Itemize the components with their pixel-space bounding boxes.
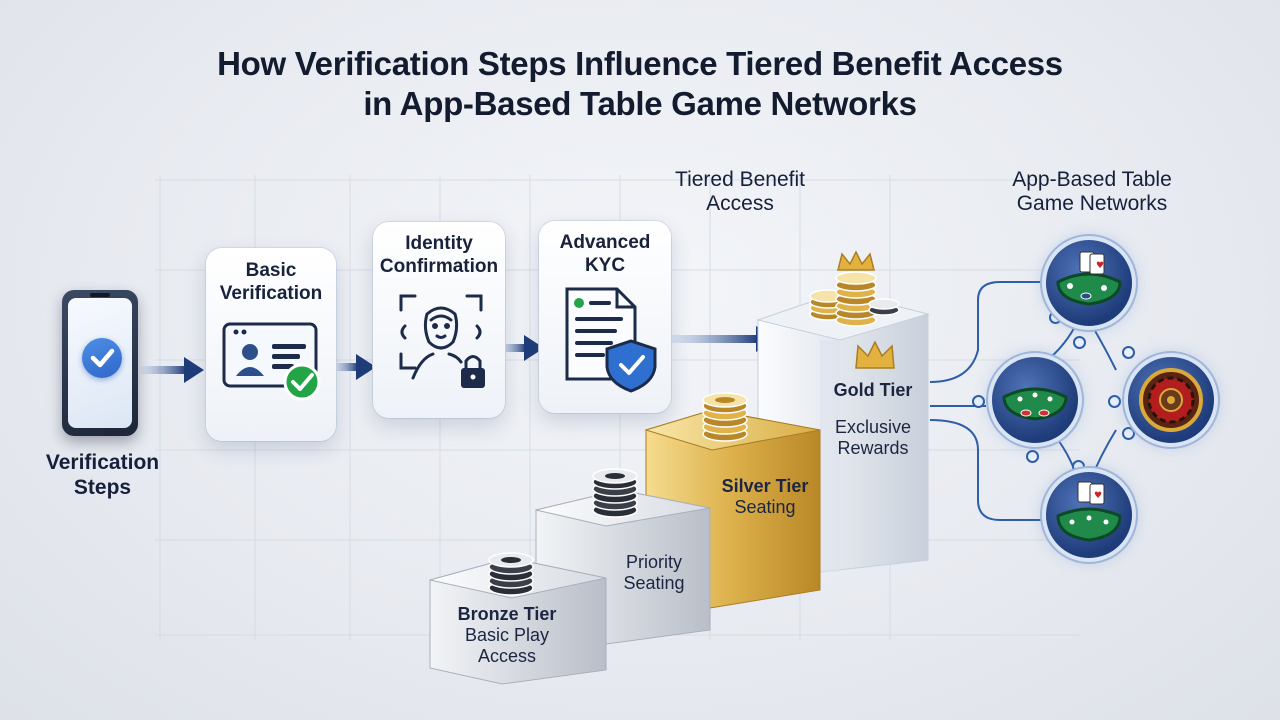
step-card-title: Basic Verification bbox=[219, 260, 323, 304]
network-header: App-Based Table Game Networks bbox=[1012, 168, 1172, 215]
bronze-tier-label: Bronze Tier Basic Play Access bbox=[457, 604, 557, 666]
arrow-icon bbox=[140, 357, 204, 383]
verification-label-line2: Steps bbox=[73, 476, 132, 499]
svg-text:♥: ♥ bbox=[1096, 261, 1104, 271]
poker-table-icon bbox=[1002, 387, 1068, 421]
chip-stack-icon bbox=[592, 468, 638, 518]
page-title: How Verification Steps Influence Tiered … bbox=[0, 44, 1280, 124]
step-card-title: Advanced KYC bbox=[559, 232, 651, 276]
arrow-icon bbox=[500, 335, 544, 361]
network-node-blackjack[interactable]: ♥ bbox=[1046, 240, 1132, 326]
chip-stack-icon bbox=[488, 552, 534, 596]
chip-stack-crown-icon bbox=[809, 250, 900, 327]
priority-seating-label: Priority Seating bbox=[623, 552, 685, 593]
connector-dot bbox=[1073, 336, 1086, 349]
verification-steps-label: Verification Steps bbox=[30, 450, 175, 500]
phone-notch bbox=[90, 293, 110, 297]
blackjack-table-icon: ♥ bbox=[1056, 251, 1122, 306]
roulette-wheel-icon bbox=[1139, 368, 1203, 432]
step-card-identity-confirmation: Identity Confirmation bbox=[373, 222, 505, 418]
phone-check-icon bbox=[62, 290, 138, 436]
document-shield-icon bbox=[565, 287, 657, 393]
network-node-roulette[interactable] bbox=[1128, 357, 1214, 443]
tiered-benefit-access-header: Tiered Benefit Access bbox=[675, 168, 805, 215]
silver-tier-label: Silver Tier Seating bbox=[721, 476, 809, 517]
arrow-icon bbox=[334, 354, 376, 380]
check-circle-icon bbox=[82, 338, 122, 378]
step-card-advanced-kyc: Advanced KYC bbox=[539, 221, 671, 413]
id-card-check-icon bbox=[222, 322, 321, 401]
verification-label-line1: Verification bbox=[45, 451, 160, 474]
gold-tier-label: Gold Tier Exclusive Rewards bbox=[833, 380, 913, 458]
card-table-icon: ♥ bbox=[1056, 481, 1122, 542]
chip-stack-icon bbox=[702, 392, 748, 442]
connector-dot bbox=[1122, 427, 1135, 440]
title-line-1: How Verification Steps Influence Tiered … bbox=[217, 45, 1063, 82]
svg-text:♥: ♥ bbox=[1094, 491, 1102, 501]
connector-dot bbox=[1122, 346, 1135, 359]
face-scan-lock-icon bbox=[399, 294, 485, 388]
network-node-card-table[interactable]: ♥ bbox=[1046, 472, 1132, 558]
connector-dot bbox=[972, 395, 985, 408]
crown-icon bbox=[855, 340, 895, 369]
step-card-title: Identity Confirmation bbox=[379, 233, 499, 277]
connector-dot bbox=[1026, 450, 1039, 463]
title-line-2: in App-Based Table Game Networks bbox=[363, 85, 917, 122]
connector-dot bbox=[1072, 460, 1085, 473]
step-card-basic-verification: Basic Verification bbox=[206, 248, 336, 441]
network-node-poker[interactable] bbox=[992, 357, 1078, 443]
connector-dot bbox=[1108, 395, 1121, 408]
phone-screen bbox=[68, 298, 132, 428]
